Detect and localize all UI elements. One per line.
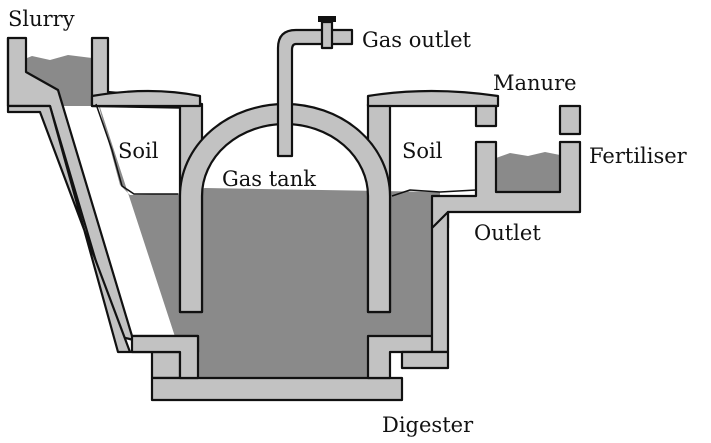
gas-tank-dome xyxy=(178,102,392,314)
soil-line-right xyxy=(391,189,477,197)
manure-block xyxy=(558,104,582,136)
label-outlet: Outlet xyxy=(474,221,541,245)
label-soil-left: Soil xyxy=(118,139,159,163)
label-gas-outlet: Gas outlet xyxy=(362,28,471,52)
label-manure: Manure xyxy=(493,71,577,95)
outlet-channel xyxy=(400,104,582,370)
gas-outlet-pipe xyxy=(276,28,354,158)
label-digester: Digester xyxy=(382,413,474,437)
left-cover xyxy=(90,89,202,108)
label-slurry: Slurry xyxy=(8,7,75,31)
label-gas-tank: Gas tank xyxy=(222,167,316,191)
soil-line-left xyxy=(95,103,178,195)
label-soil-right: Soil xyxy=(402,139,443,163)
label-fertiliser: Fertiliser xyxy=(589,144,688,168)
right-cover xyxy=(366,89,500,108)
base-slab xyxy=(150,376,404,402)
gas-valve-icon xyxy=(320,20,334,50)
